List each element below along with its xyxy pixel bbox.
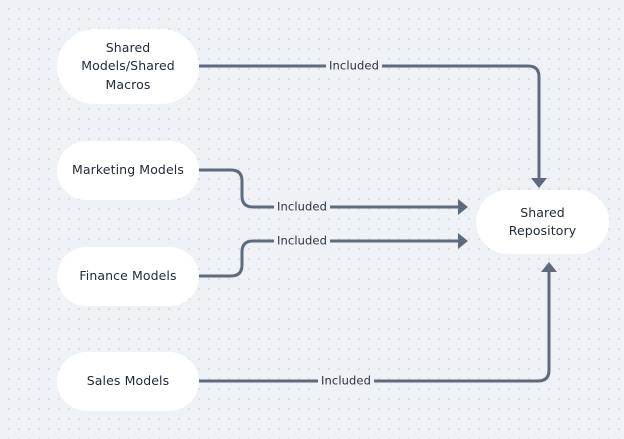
node-shared-models-line1: Shared [105,40,151,56]
edge-path-shared-models [197,64,541,180]
arrowhead-shared-models [531,178,547,188]
node-shared-models-line2: Models/Shared [81,58,175,74]
node-sales-models[interactable]: Sales Models [57,352,199,411]
node-sales-models-label: Sales Models [86,373,170,389]
edge-path-sales-models [197,270,551,383]
node-finance-models-label: Finance Models [79,268,177,284]
node-shared-repository-label: Shared Repository [508,204,577,238]
edge-path-finance-models [197,239,460,278]
node-shared-models-line3: Macros [105,76,151,92]
node-shared-models[interactable]: Shared Models/Shared Macros [57,29,199,104]
node-shared-models-label: Shared Models/Shared Macros [81,39,175,93]
node-marketing-models[interactable]: Marketing Models [57,141,199,200]
arrowhead-finance-models [458,233,468,249]
node-marketing-models-label: Marketing Models [72,162,184,178]
edge-label-finance-models: Included [274,232,330,250]
node-shared-repository[interactable]: Shared Repository [476,190,609,254]
edge-label-sales-models: Included [318,372,374,390]
node-finance-models[interactable]: Finance Models [57,247,199,306]
arrowhead-sales-models [541,262,557,272]
edge-path-marketing-models [197,168,460,209]
edge-label-shared-models: Included [326,57,382,75]
edge-label-marketing-models: Included [274,198,330,216]
arrowhead-marketing-models [458,199,468,215]
